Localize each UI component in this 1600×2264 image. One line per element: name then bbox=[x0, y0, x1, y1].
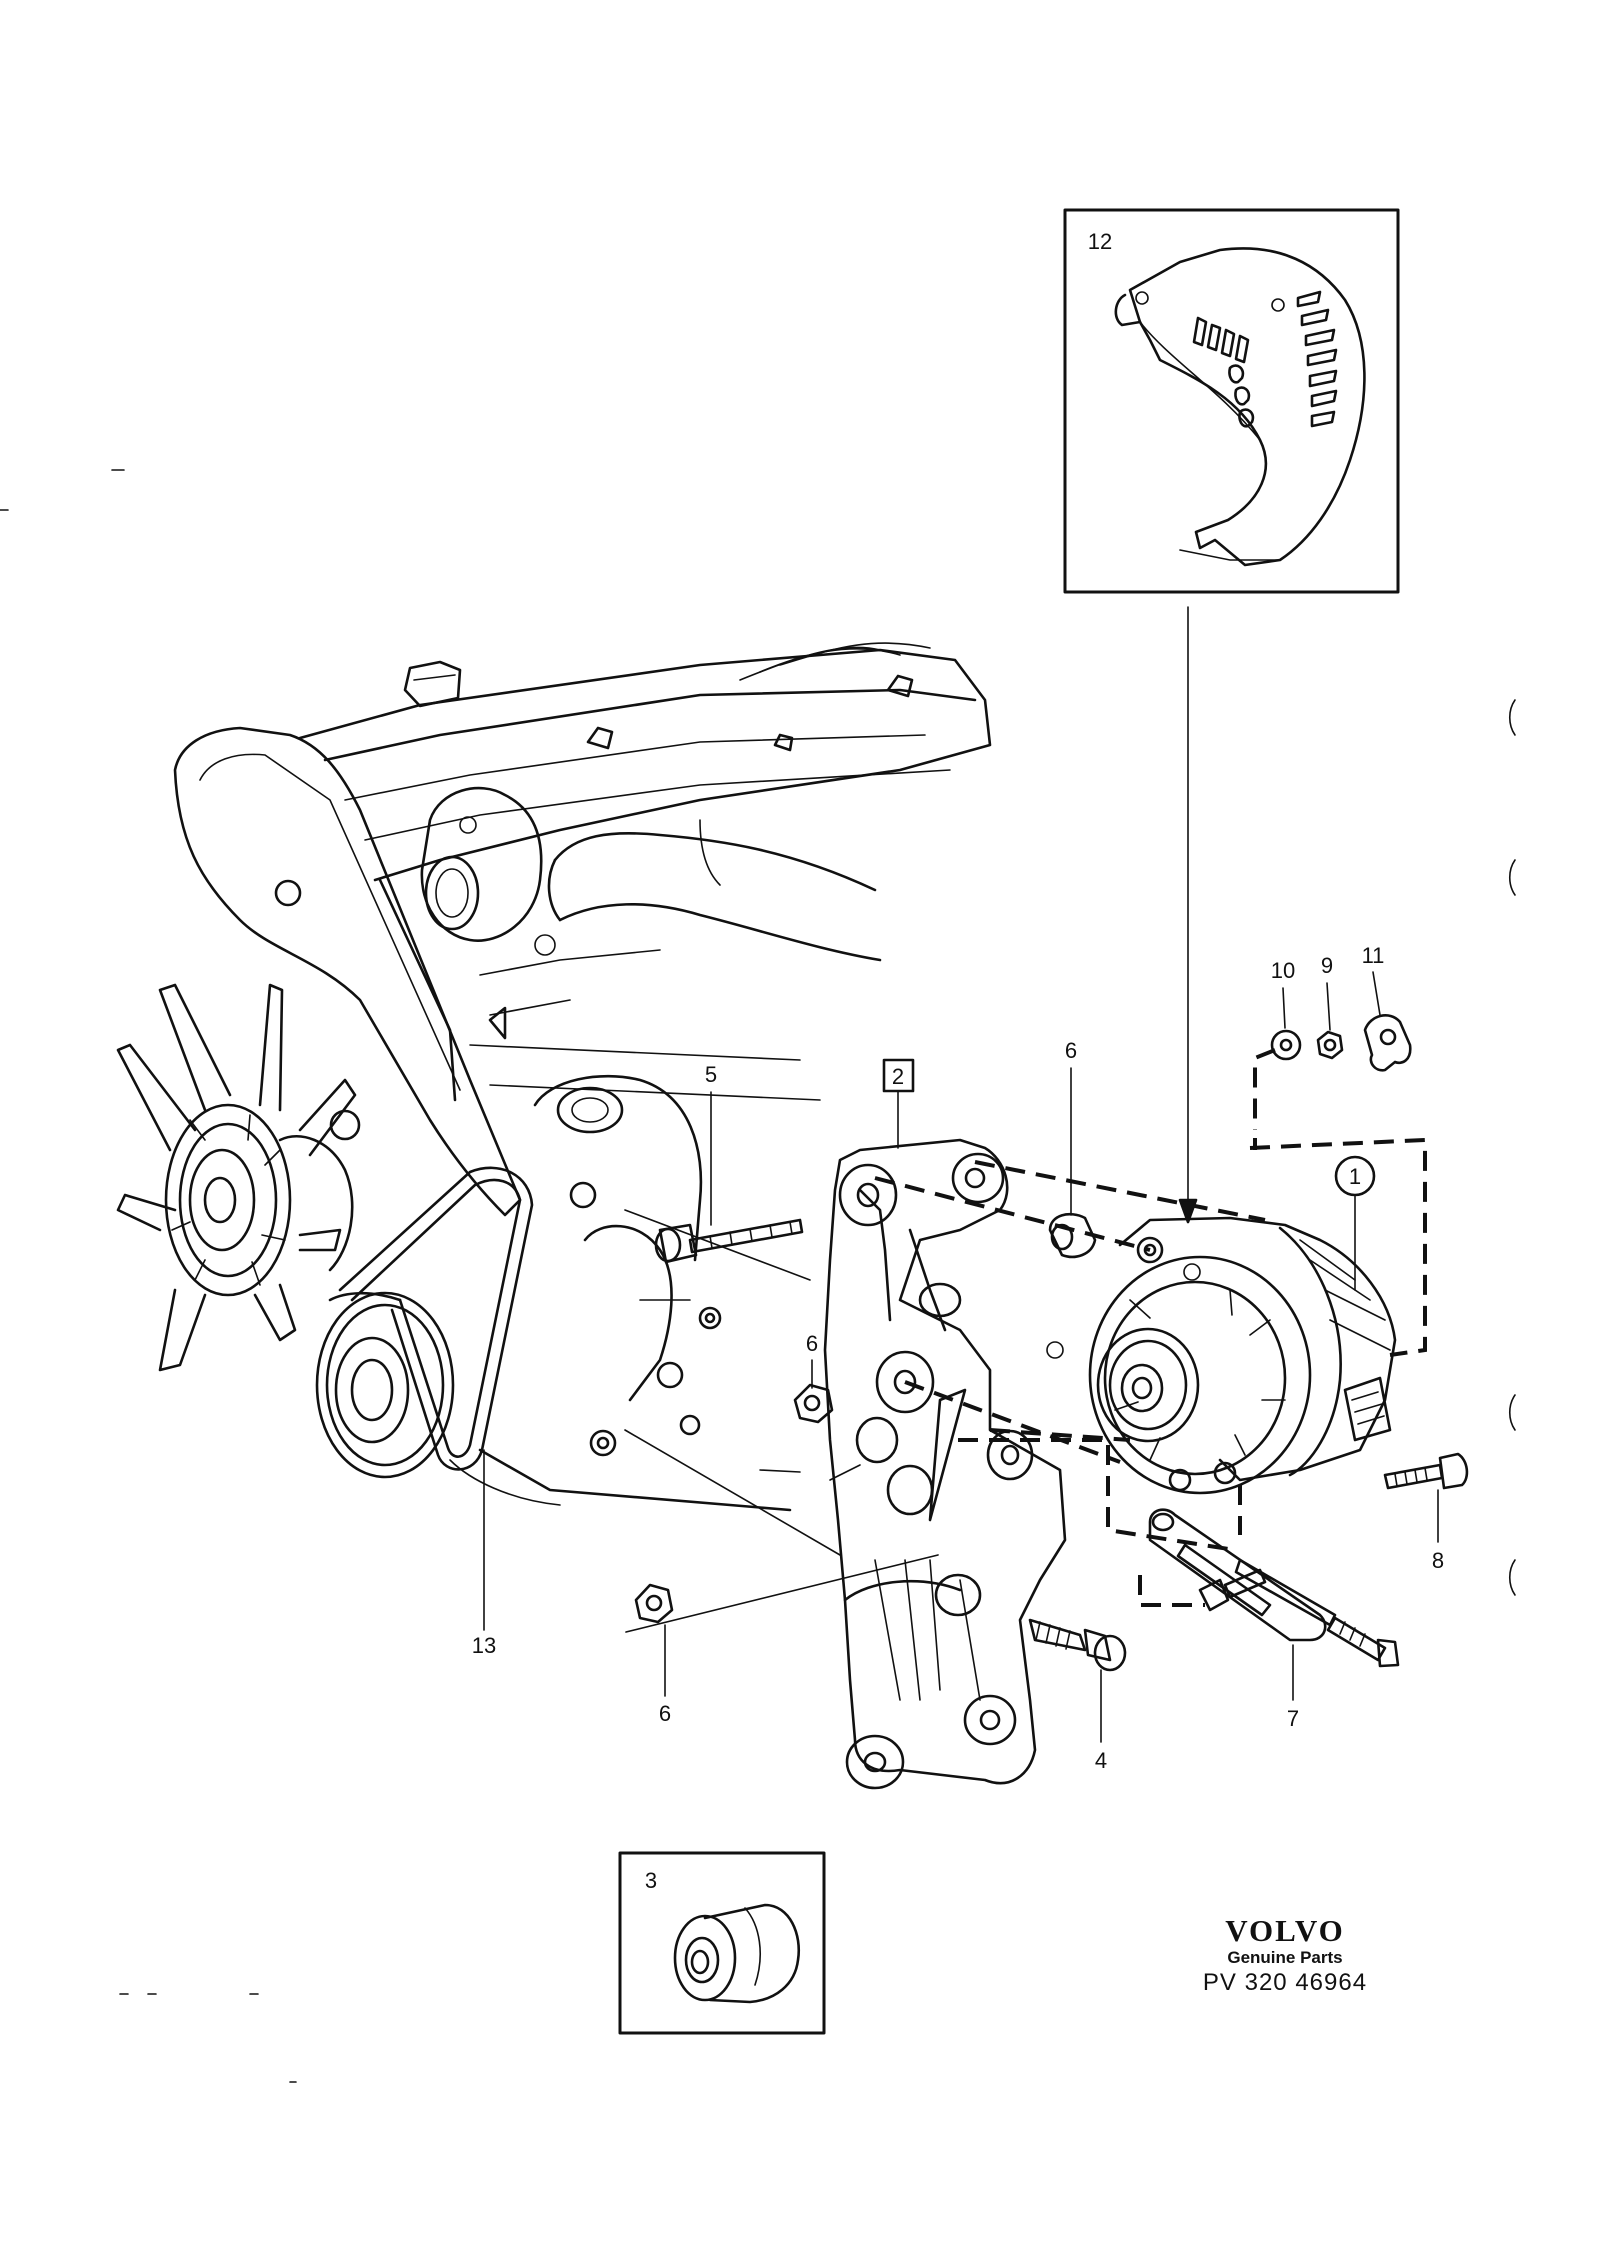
alternator-bracket-illustration bbox=[823, 1138, 1067, 1790]
genuine-parts-label: Genuine Parts bbox=[1227, 1948, 1343, 1967]
callout-5: 5 bbox=[705, 1062, 717, 1087]
bolt-7-illustration bbox=[1198, 1558, 1400, 1668]
bolt-8-illustration bbox=[1383, 1452, 1469, 1490]
callout-1: 1 bbox=[1349, 1164, 1361, 1189]
callout-6-top: 6 bbox=[1065, 1038, 1077, 1063]
adjusting-bracket-illustration bbox=[1148, 1508, 1327, 1642]
callout-2-box bbox=[882, 1058, 915, 1093]
engine-block-illustration bbox=[173, 642, 992, 1512]
callout-1-circle bbox=[1334, 1155, 1376, 1197]
callout-13: 13 bbox=[472, 1633, 496, 1658]
crank-pulley-illustration bbox=[315, 1291, 455, 1479]
callout-3: 3 bbox=[645, 1868, 657, 1893]
callout-7: 7 bbox=[1287, 1706, 1299, 1731]
cooling-fan-illustration bbox=[116, 983, 361, 1372]
callout-labels: 1 2 3 4 5 6 6 6 7 8 9 10 11 12 13 bbox=[472, 229, 1444, 1893]
bolt-5-illustration bbox=[654, 1218, 804, 1264]
nut-6-mid-illustration bbox=[793, 1383, 834, 1424]
callout-8: 8 bbox=[1432, 1548, 1444, 1573]
drive-belt-illustration bbox=[338, 1166, 534, 1471]
volvo-branding: VOLVO Genuine Parts PV 320 46964 bbox=[1195, 1915, 1375, 1997]
callout-6-bottom: 6 bbox=[659, 1701, 671, 1726]
bolt-4-illustration bbox=[1028, 1618, 1127, 1672]
scan-marks bbox=[0, 469, 1516, 2083]
callout-6-mid: 6 bbox=[806, 1331, 818, 1356]
alternator-illustration bbox=[1088, 1216, 1397, 1495]
volvo-logo: VOLVO bbox=[1225, 1913, 1345, 1948]
inset-box-3 bbox=[618, 1851, 826, 2035]
callout-4: 4 bbox=[1095, 1748, 1107, 1773]
callout-12: 12 bbox=[1088, 229, 1112, 254]
terminal-parts-illustration bbox=[1270, 1014, 1412, 1072]
part-diagram-code: PV 320 46964 bbox=[1202, 1969, 1368, 1996]
callout-2: 2 bbox=[892, 1064, 904, 1089]
assembly-dashed-lines bbox=[874, 1048, 1427, 1607]
leader-lines bbox=[624, 606, 1198, 1633]
inset-box-12 bbox=[1063, 208, 1400, 594]
callout-9: 9 bbox=[1321, 953, 1333, 978]
callout-leaders bbox=[483, 971, 1439, 1743]
nut-6-bottom-illustration bbox=[634, 1583, 674, 1624]
callout-11: 11 bbox=[1362, 943, 1385, 968]
callout-10: 10 bbox=[1271, 958, 1295, 983]
